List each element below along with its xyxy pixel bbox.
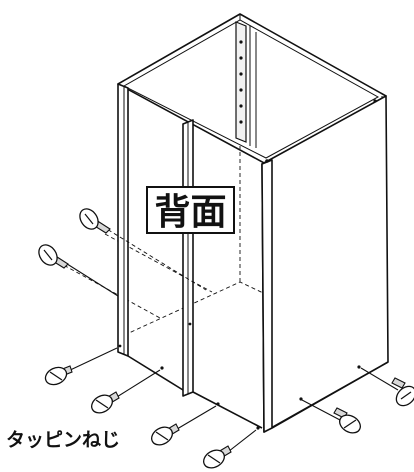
front-middle-post	[182, 119, 194, 397]
screw-icon	[301, 399, 361, 434]
screw-icon	[91, 369, 161, 414]
back-panel-label-text: 背面	[154, 192, 226, 233]
screw-icon	[38, 244, 119, 297]
rear-posts	[235, 21, 383, 148]
screw-icon	[151, 405, 217, 446]
back-panel-label: 背面	[146, 186, 235, 234]
screw-icon	[79, 208, 207, 291]
left-side-panel	[117, 83, 129, 357]
screws	[38, 208, 414, 469]
screw-icon	[360, 367, 414, 407]
rail-holes	[118, 344, 260, 430]
right-side-panel	[261, 95, 389, 433]
tapping-screw-label: タッピンねじ	[6, 429, 120, 451]
screw-icon	[44, 347, 118, 386]
screw-icon	[203, 429, 257, 469]
